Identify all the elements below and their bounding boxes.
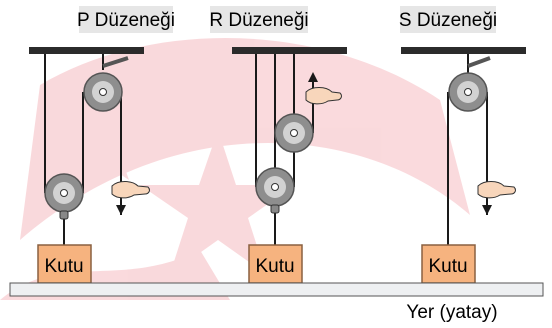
box-p — [37, 244, 92, 284]
watermark-star-small — [75, 120, 141, 180]
watermark-arc — [20, 37, 470, 241]
ceiling-p — [29, 47, 144, 54]
ground-label: Yer (yatay) — [406, 302, 497, 323]
pulley-p-moving-axle — [60, 189, 68, 197]
arrow-r-up — [308, 72, 318, 82]
title-bg-p — [79, 6, 173, 33]
box-s — [421, 244, 476, 284]
title-r: R Düzeneği — [209, 10, 308, 31]
arrow-s-down — [482, 205, 492, 215]
title-bg-r — [210, 6, 308, 33]
pulley-r-lower-axle — [271, 183, 279, 191]
ceiling-r — [232, 47, 347, 54]
hand-s — [477, 181, 516, 199]
pulley-r-upper-axle — [290, 129, 298, 137]
hook-r — [270, 204, 280, 214]
title-s: S Düzeneği — [399, 10, 497, 31]
arrow-p-down — [116, 205, 126, 215]
pulley-p-fixed-axle — [99, 88, 107, 96]
bracket-s — [467, 56, 491, 68]
box-p-label: Kutu — [44, 256, 83, 277]
title-p: P Düzeneği — [77, 10, 175, 31]
box-s-label: Kutu — [428, 256, 467, 277]
bracket-p-top — [102, 56, 129, 68]
ground — [9, 282, 544, 297]
title-bg-s — [400, 6, 496, 33]
hand-p — [111, 181, 150, 199]
pulley-s-axle — [464, 88, 472, 96]
ceiling-s — [401, 47, 526, 54]
hand-r — [305, 87, 342, 105]
box-r-label: Kutu — [255, 256, 294, 277]
watermark-star — [140, 130, 295, 274]
hook-p — [59, 210, 69, 220]
